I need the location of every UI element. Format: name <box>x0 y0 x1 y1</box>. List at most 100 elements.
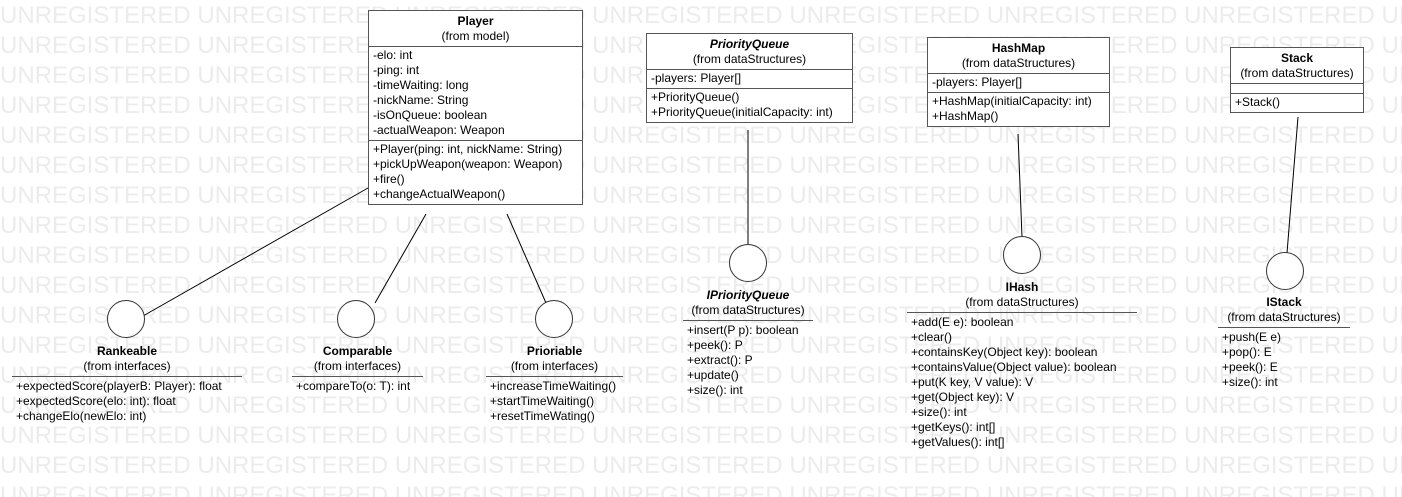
class-name: Player <box>457 14 494 28</box>
connector-player-prioriable <box>506 213 547 304</box>
connector-player-comparable <box>374 213 427 304</box>
member-line: +get(Object key): V <box>911 390 1015 404</box>
interface-package: (from interfaces) <box>313 359 402 373</box>
member-line: -nickName: String <box>373 93 469 107</box>
member-line: +containsKey(Object key): boolean <box>911 345 1098 359</box>
member-line: +pickUpWeapon(weapon: Weapon) <box>373 157 563 171</box>
class-header: Stack (from dataStructures) <box>1231 48 1363 84</box>
member-line: +changeActualWeapon() <box>373 187 506 201</box>
interface-name: Comparable <box>322 344 393 358</box>
connector-player-rankeable <box>142 187 369 317</box>
hashmap-class[interactable]: HashMap (from dataStructures) -players: … <box>927 37 1110 127</box>
member-line: +compareTo(o: T): int <box>296 379 411 393</box>
member-line: +Player(ping: int, nickName: String) <box>373 142 563 156</box>
ipriorityqueue-interface[interactable]: IPriorityQueue (from dataStructures) +in… <box>683 288 813 400</box>
attributes-compartment: -players: Player[] <box>928 74 1109 93</box>
member-line: +expectedScore(playerB: Player): float <box>16 379 222 393</box>
member-line: +HashMap(initialCapacity: int) <box>932 94 1092 108</box>
member-line: -actualWeapon: Weapon <box>373 123 505 137</box>
comparable-interface-icon[interactable] <box>337 300 375 338</box>
interface-name: IPriorityQueue <box>706 288 790 302</box>
rankeable-interface-icon[interactable] <box>107 300 145 338</box>
attributes-compartment: -elo: int-ping: int-timeWaiting: long-ni… <box>369 47 582 141</box>
operations-compartment: +HashMap(initialCapacity: int)+HashMap() <box>928 93 1109 126</box>
member-line: +getValues(): int[] <box>911 435 1005 449</box>
ihash-interface-icon[interactable] <box>1003 236 1041 274</box>
member-line: +peek(): P <box>687 338 743 352</box>
operations-compartment: +Stack() <box>1231 94 1363 112</box>
member-line: +expectedScore(elo: int): float <box>16 394 176 408</box>
member-line: +fire() <box>373 172 405 186</box>
member-line: +extract(): P <box>687 353 753 367</box>
interface-package: (from interfaces) <box>83 359 171 373</box>
class-header: Player (from model) <box>369 11 582 47</box>
member-line: -players: Player[] <box>651 71 742 85</box>
attributes-compartment: -players: Player[] <box>647 70 852 89</box>
stack-class[interactable]: Stack (from dataStructures) +Stack() <box>1230 47 1364 113</box>
member-line: +containsValue(Object value): boolean <box>911 360 1117 374</box>
member-line: +put(K key, V value): V <box>911 375 1034 389</box>
interface-name: Rankeable <box>96 344 158 358</box>
member-line: +push(E e) <box>1222 330 1282 344</box>
member-line: +changeElo(newElo: int) <box>16 409 147 423</box>
member-line: +peek(): E <box>1222 360 1278 374</box>
interface-header: Prioriable (from interfaces) <box>486 344 623 377</box>
member-line: +getKeys(): int[] <box>911 420 996 434</box>
class-package: (from dataStructures) <box>692 52 807 66</box>
interface-header: IPriorityQueue (from dataStructures) <box>683 288 813 321</box>
operations-compartment: +Player(ping: int, nickName: String)+pic… <box>369 141 582 204</box>
member-line: +insert(P p): boolean <box>687 323 799 337</box>
class-header: PriorityQueue (from dataStructures) <box>647 34 852 70</box>
interface-header: IHash (from dataStructures) <box>907 280 1137 313</box>
member-line: +pop(): E <box>1222 345 1272 359</box>
ihash-interface[interactable]: IHash (from dataStructures) +add(E e): b… <box>907 280 1137 452</box>
interface-header: IStack (from dataStructures) <box>1218 295 1350 328</box>
prioriable-interface-icon[interactable] <box>535 300 573 338</box>
interface-package: (from dataStructures) <box>965 295 1079 309</box>
class-package: (from dataStructures) <box>961 56 1076 70</box>
operations-compartment: +compareTo(o: T): int <box>292 377 423 396</box>
connector-stack-istack <box>1286 116 1299 254</box>
priorityqueue-class[interactable]: PriorityQueue (from dataStructures) -pla… <box>646 33 853 123</box>
class-name: Stack <box>1280 51 1314 65</box>
interface-header: Rankeable (from interfaces) <box>12 344 242 377</box>
rankeable-interface[interactable]: Rankeable (from interfaces) +expectedSco… <box>12 344 242 426</box>
interface-name: Prioriable <box>526 344 583 358</box>
interface-header: Comparable (from interfaces) <box>292 344 423 377</box>
member-line: -timeWaiting: long <box>373 78 469 92</box>
comparable-interface[interactable]: Comparable (from interfaces) +compareTo(… <box>292 344 423 396</box>
class-package: (from model) <box>441 29 510 43</box>
member-line: -isOnQueue: boolean <box>373 108 488 122</box>
member-line: +update() <box>687 368 739 382</box>
member-line: +Stack() <box>1235 95 1281 109</box>
operations-compartment: +PriorityQueue()+PriorityQueue(initialCa… <box>647 89 852 122</box>
member-line: -players: Player[] <box>932 75 1023 89</box>
member-line: +PriorityQueue() <box>651 90 740 104</box>
istack-interface[interactable]: IStack (from dataStructures) +push(E e)+… <box>1218 295 1350 392</box>
connector-hashmap-ihash <box>1017 133 1023 238</box>
prioriable-interface[interactable]: Prioriable (from interfaces) +increaseTi… <box>486 344 623 426</box>
class-package: (from dataStructures) <box>1240 66 1354 80</box>
member-line: +clear() <box>911 330 953 344</box>
member-line: +size(): int <box>911 405 967 419</box>
player-class[interactable]: Player (from model) -elo: int-ping: int-… <box>368 10 583 205</box>
member-line: +size(): int <box>687 383 743 397</box>
member-line: +HashMap() <box>932 109 999 123</box>
class-header: HashMap (from dataStructures) <box>928 38 1109 74</box>
operations-compartment: +add(E e): boolean+clear()+containsKey(O… <box>907 313 1137 452</box>
operations-compartment: +push(E e)+pop(): E+peek(): E+size(): in… <box>1218 328 1350 392</box>
operations-compartment: +insert(P p): boolean+peek(): P+extract(… <box>683 321 813 400</box>
ipriorityqueue-interface-icon[interactable] <box>729 244 767 282</box>
interface-package: (from dataStructures) <box>1227 310 1341 324</box>
member-line: +increaseTimeWaiting() <box>490 379 617 393</box>
class-name: HashMap <box>991 41 1046 55</box>
attributes-compartment <box>1231 84 1363 94</box>
operations-compartment: +expectedScore(playerB: Player): float+e… <box>12 377 242 426</box>
member-line: +add(E e): boolean <box>911 315 1014 329</box>
member-line: +resetTimeWating() <box>490 409 595 423</box>
member-line: -ping: int <box>373 63 420 77</box>
istack-interface-icon[interactable] <box>1266 252 1304 290</box>
interface-package: (from interfaces) <box>510 359 599 373</box>
interface-name: IStack <box>1266 295 1302 309</box>
